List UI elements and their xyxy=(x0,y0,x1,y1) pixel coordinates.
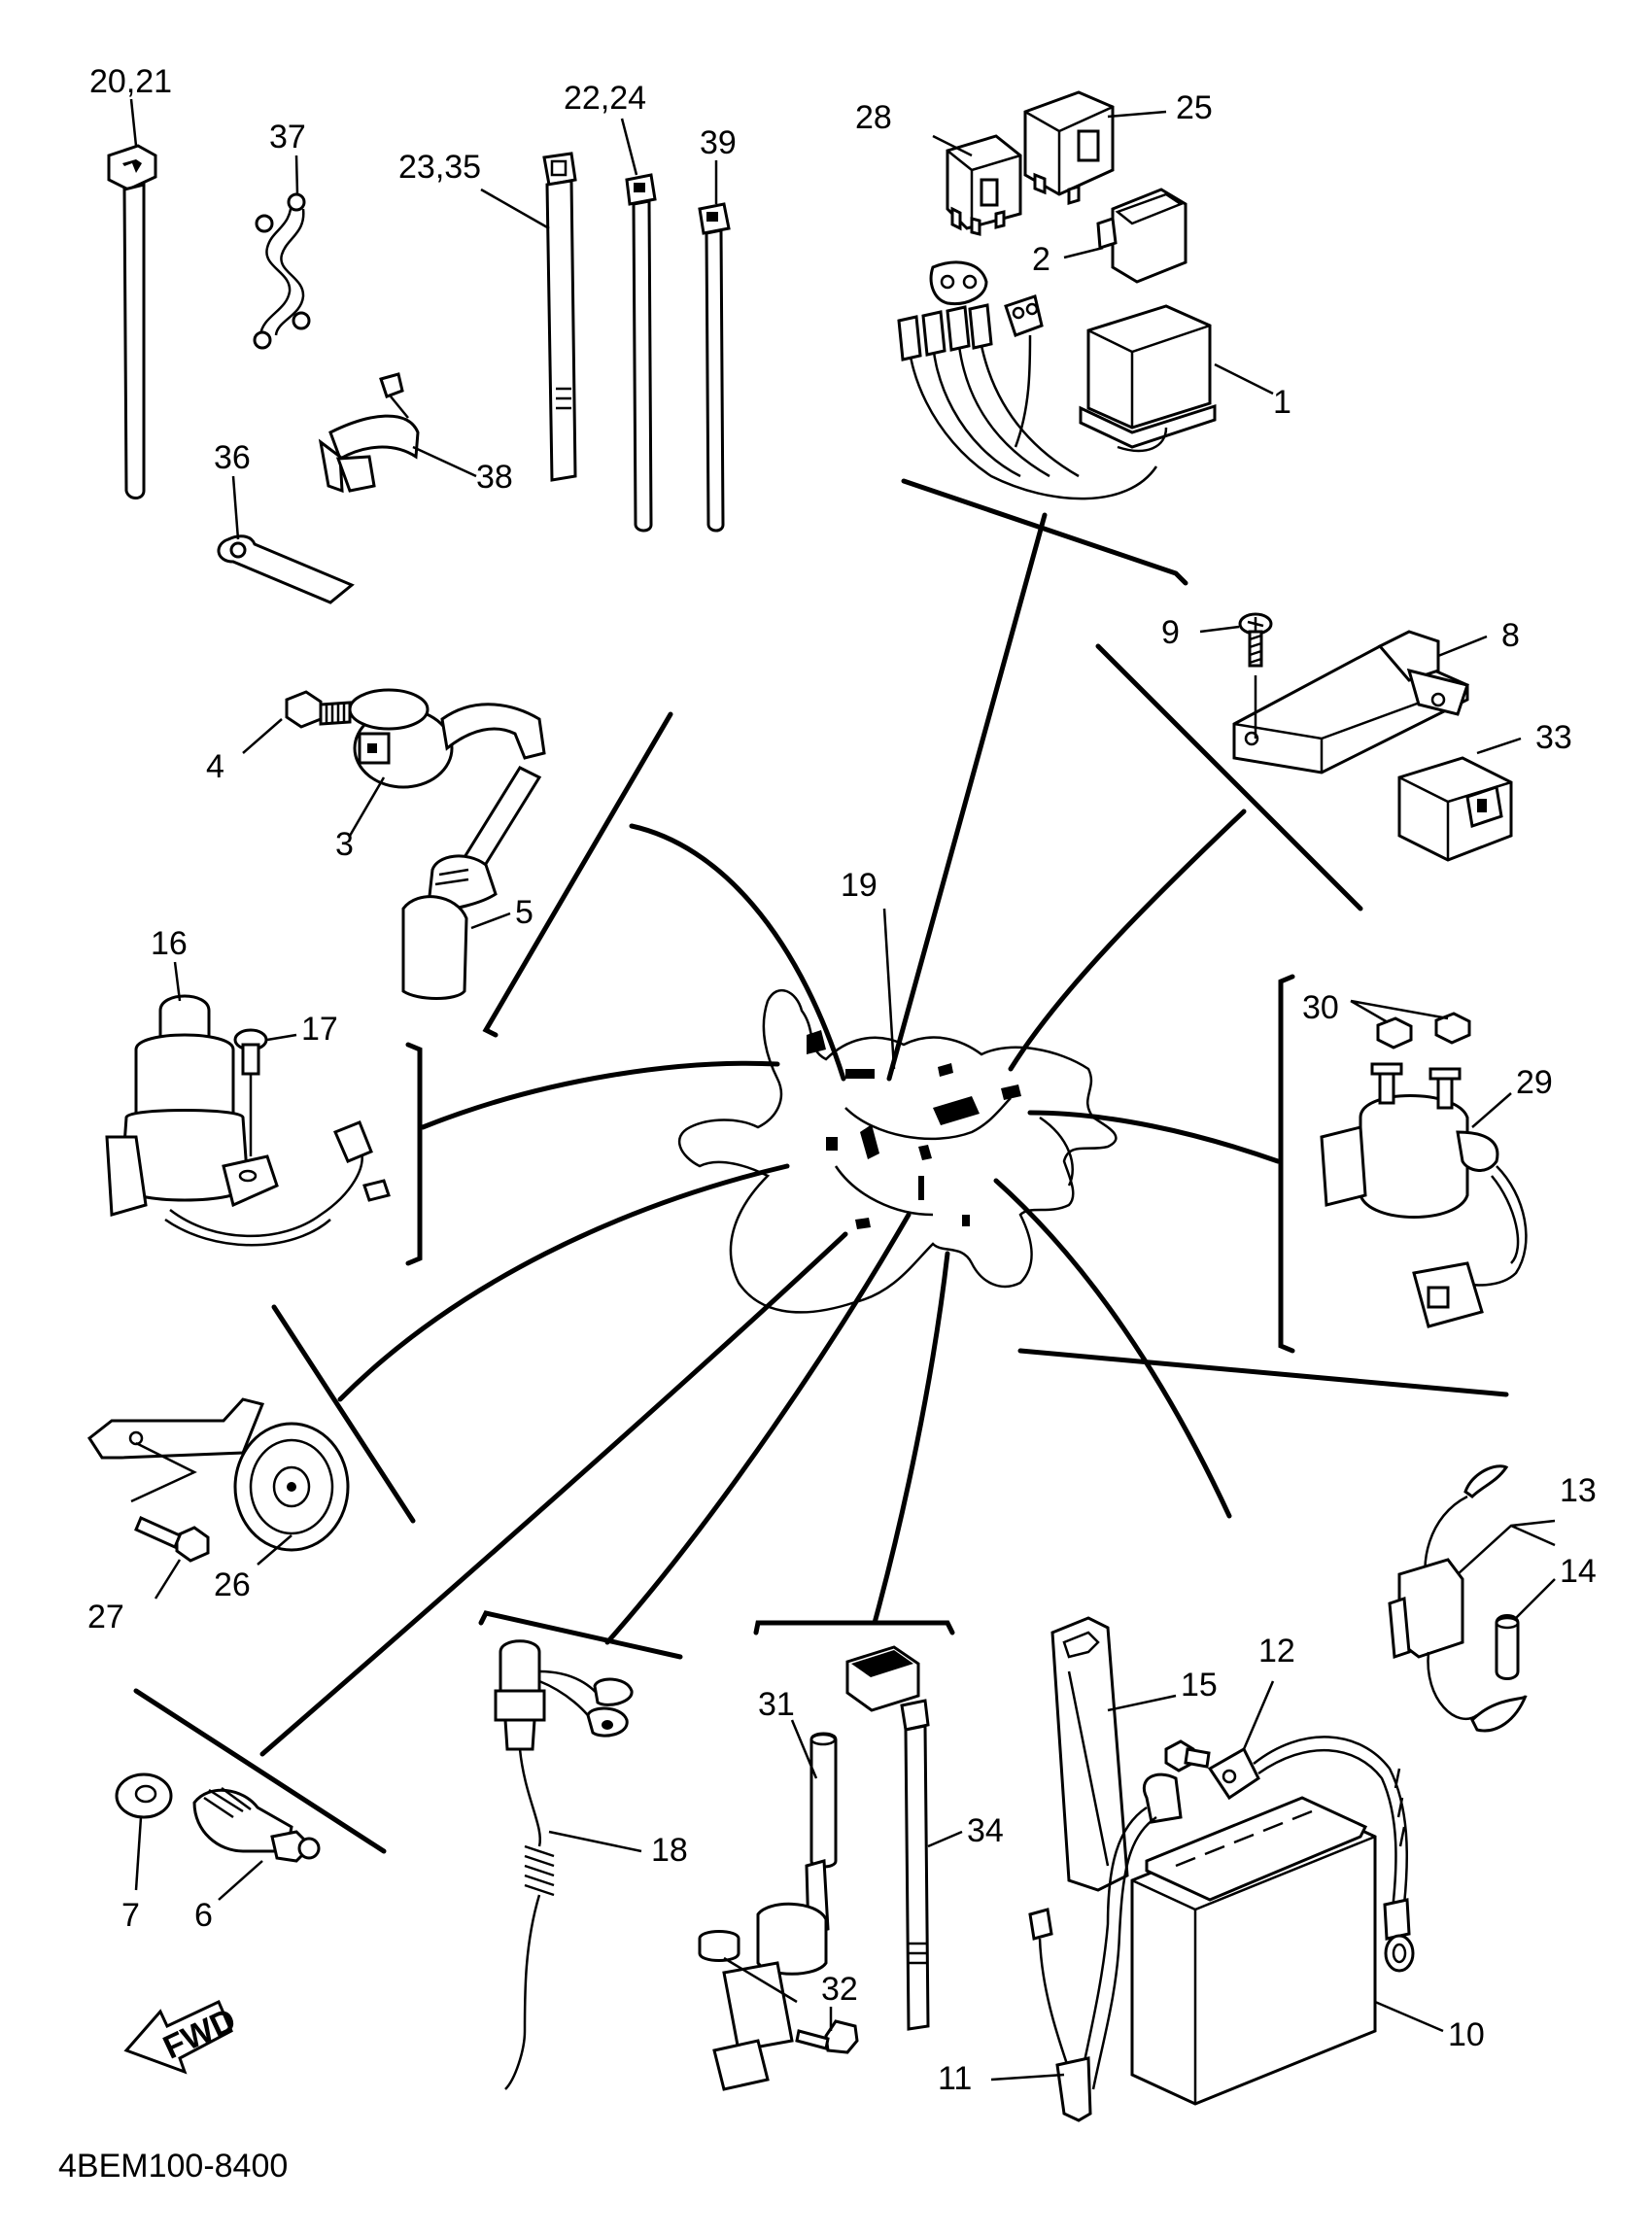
callout-14: 14 xyxy=(1560,1553,1597,1590)
plug-cap-5 xyxy=(401,766,542,1000)
callout-19: 19 xyxy=(841,867,878,904)
callout-36: 36 xyxy=(214,439,251,476)
nut-30 xyxy=(1376,1012,1471,1050)
callout-6: 6 xyxy=(194,1897,213,1934)
battery-10 xyxy=(1130,1796,1377,2106)
relay-25 xyxy=(1023,90,1115,206)
bracket-horn-26 xyxy=(86,1397,265,1503)
battery-lead-12 xyxy=(1207,1736,1415,1973)
holder-top xyxy=(845,1645,920,1712)
callout-2: 2 xyxy=(1032,241,1050,278)
washer-7 xyxy=(115,1772,173,1819)
sensor-18 xyxy=(494,1639,634,2090)
battery-cable-11 xyxy=(1028,1772,1183,2122)
callout-12: 12 xyxy=(1258,1633,1295,1669)
callout-7: 7 xyxy=(121,1897,140,1934)
cable-tie-22-24 xyxy=(625,173,657,533)
bolt-4 xyxy=(285,690,352,729)
callout-11: 11 xyxy=(938,2060,972,2097)
callout-3: 3 xyxy=(335,826,354,863)
screw-32 xyxy=(795,2019,859,2054)
bolt-27 xyxy=(134,1515,210,1563)
callout-labels: 20,21 37 22,24 39 23,35 28 25 2 1 36 38 … xyxy=(87,63,1597,2097)
callout-9: 9 xyxy=(1161,614,1180,651)
callout-26: 26 xyxy=(214,1566,251,1603)
callout-33: 33 xyxy=(1535,719,1572,756)
callout-1: 1 xyxy=(1273,384,1291,421)
callout-leaders xyxy=(129,98,1556,2082)
fuse-holder-13 xyxy=(1388,1464,1528,1733)
callout-29: 29 xyxy=(1516,1064,1553,1101)
callout-13: 13 xyxy=(1560,1472,1597,1509)
flasher-relay-1 xyxy=(1079,304,1217,449)
screw-17 xyxy=(233,1028,268,1156)
band-36 xyxy=(217,534,355,604)
screw-9 xyxy=(1238,612,1273,739)
relay-28 xyxy=(946,134,1022,236)
cable-tie-20-21 xyxy=(107,144,157,499)
fuse-14 xyxy=(1495,1614,1520,1680)
callout-5: 5 xyxy=(515,894,533,931)
wire-harness-1 xyxy=(897,260,1168,500)
wire-clip-37 xyxy=(253,192,311,350)
starter-relay-29 xyxy=(1320,1062,1528,1328)
battery-band-15 xyxy=(1050,1616,1129,1892)
holder-38 xyxy=(318,372,420,494)
fuel-sensor-31 xyxy=(698,1859,830,2091)
cable-tie-34 xyxy=(900,1699,930,2031)
callout-8: 8 xyxy=(1501,617,1520,654)
relay-33 xyxy=(1397,756,1513,862)
callout-32: 32 xyxy=(821,1971,858,2008)
horn-26 xyxy=(233,1422,350,1552)
callout-20-21: 20,21 xyxy=(89,63,172,100)
callout-39: 39 xyxy=(700,124,737,161)
callout-15: 15 xyxy=(1181,1667,1218,1704)
coupler-2 xyxy=(1096,188,1187,284)
tube-31 xyxy=(809,1732,838,1869)
callout-16: 16 xyxy=(151,925,188,962)
callout-37: 37 xyxy=(269,119,306,155)
leader-wires xyxy=(259,512,1281,1757)
main-switch-16 xyxy=(105,994,391,1247)
cable-tie-39 xyxy=(698,202,731,533)
callout-25: 25 xyxy=(1176,89,1213,126)
diagram-code: 4BEM100-8400 xyxy=(58,2148,288,2185)
callout-30: 30 xyxy=(1302,989,1339,1026)
cable-tie-23-35 xyxy=(542,152,577,482)
callout-22-24: 22,24 xyxy=(564,80,646,117)
fwd-arrow-icon: FWD xyxy=(123,1999,241,2075)
group-brackets xyxy=(133,478,1509,1854)
switch-6 xyxy=(192,1786,321,1863)
callout-38: 38 xyxy=(476,459,513,496)
bolt-battery xyxy=(1164,1739,1211,1772)
callout-17: 17 xyxy=(301,1011,338,1048)
motorcycle-frame-outline xyxy=(678,989,1118,1314)
callout-18: 18 xyxy=(651,1832,688,1869)
callout-23-35: 23,35 xyxy=(398,149,481,186)
callout-31: 31 xyxy=(758,1686,795,1723)
callout-27: 27 xyxy=(87,1599,124,1635)
rectifier-regulator-8 xyxy=(1232,630,1469,774)
callout-28: 28 xyxy=(855,99,892,136)
ignition-coil-3 xyxy=(348,688,546,789)
callout-4: 4 xyxy=(206,748,224,785)
callout-10: 10 xyxy=(1448,2016,1485,2053)
callout-34: 34 xyxy=(967,1812,1004,1849)
